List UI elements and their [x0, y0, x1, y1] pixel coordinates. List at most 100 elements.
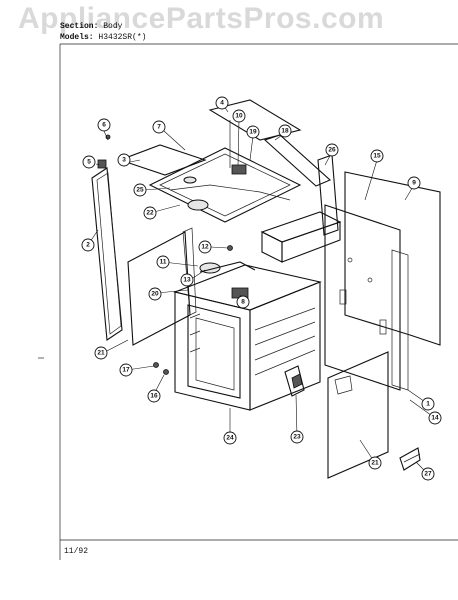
callout-6: 6: [97, 118, 111, 132]
svg-text:22: 22: [146, 210, 154, 217]
part-door-frame: [91, 167, 123, 341]
callout-21-left: 21: [94, 346, 108, 360]
callout-5: 5: [82, 155, 96, 169]
svg-text:8: 8: [241, 299, 245, 306]
svg-text:18: 18: [281, 128, 289, 135]
models-label: Models:: [60, 33, 94, 42]
part-rack-guides: [254, 307, 316, 376]
svg-text:11: 11: [160, 259, 167, 266]
callout-24: 24: [223, 431, 237, 445]
part-oven-front: [174, 291, 251, 411]
watermark: AppliancePartsPros.com: [18, 2, 385, 35]
svg-text:25: 25: [136, 187, 144, 194]
part-door-latch: [284, 365, 305, 397]
svg-text:21: 21: [371, 460, 379, 467]
part-door-frame-inner: [96, 172, 122, 335]
svg-text:1: 1: [426, 401, 430, 408]
section-value: Body: [103, 22, 123, 31]
part-rear-bracket: [208, 99, 302, 141]
callout-25: 25: [133, 183, 147, 197]
callout-27: 27: [421, 467, 435, 481]
part-slot-1: [339, 289, 347, 305]
part-vent-chimney: [317, 154, 339, 236]
part-hole-1: [347, 257, 353, 263]
part-oven-side: [249, 281, 321, 411]
callout-15: 15: [370, 149, 384, 163]
callout-21-bottom: 21: [368, 456, 382, 470]
part-rack-supports: [189, 313, 201, 353]
callout-10: 10: [232, 109, 246, 123]
models-value: H3432SR(*): [98, 33, 147, 42]
callout-1: 1: [421, 397, 435, 411]
part-rear-panel: [344, 171, 441, 346]
callout-14: 14: [428, 411, 442, 425]
part-screw-17: [153, 362, 159, 368]
svg-text:24: 24: [226, 435, 234, 442]
svg-text:26: 26: [328, 147, 336, 154]
svg-text:19: 19: [249, 129, 257, 136]
svg-text:17: 17: [122, 367, 130, 374]
svg-text:2: 2: [86, 242, 90, 249]
callout-2: 2: [81, 238, 95, 252]
callout-17: 17: [119, 363, 133, 377]
part-top-shield: [118, 144, 207, 176]
svg-text:20: 20: [151, 291, 159, 298]
part-vent-rail: [263, 134, 332, 187]
svg-text:13: 13: [183, 277, 191, 284]
callout-19: 19: [246, 125, 260, 139]
callout-23: 23: [290, 430, 304, 444]
callout-7: 7: [152, 120, 166, 134]
svg-text:21: 21: [97, 350, 105, 357]
part-top-tray: [148, 147, 302, 223]
models-line: Models: H3432SR(*): [60, 33, 146, 42]
svg-text:9: 9: [412, 180, 416, 187]
part-anti-tip-bracket: [399, 447, 421, 471]
part-gas-valve: [231, 164, 247, 175]
callout-20: 20: [148, 287, 162, 301]
part-side-panel-left: [127, 231, 191, 346]
callout-4: 4: [215, 96, 229, 110]
svg-text:7: 7: [157, 124, 161, 131]
part-oven-opening: [187, 304, 241, 399]
section-label: Section:: [60, 22, 99, 31]
part-burner: [187, 199, 209, 211]
svg-text:10: 10: [235, 113, 243, 120]
part-bottom-panel-notch: [334, 375, 353, 395]
part-vent-duct-front: [281, 221, 341, 263]
callout-13: 13: [180, 273, 194, 287]
svg-text:14: 14: [431, 415, 439, 422]
svg-text:12: 12: [201, 244, 209, 251]
part-gas-tube: [169, 184, 291, 201]
callout-16: 16: [147, 389, 161, 403]
part-vent-duct-side: [261, 231, 283, 263]
revision-date: 11/92: [64, 547, 89, 556]
section-line: Section: Body: [60, 22, 122, 31]
svg-text:27: 27: [424, 471, 432, 478]
part-burner-tube: [199, 261, 256, 273]
svg-text:4: 4: [220, 100, 224, 107]
svg-text:5: 5: [87, 159, 91, 166]
callout-22: 22: [143, 206, 157, 220]
callout-12: 12: [198, 240, 212, 254]
part-top-tray-inner: [159, 153, 291, 217]
part-oven-interior: [195, 317, 235, 391]
callout-11: 11: [156, 255, 170, 269]
callout-3: 3: [117, 153, 131, 167]
svg-text:23: 23: [293, 434, 301, 441]
part-burner-small: [183, 176, 197, 184]
part-bottom-panel: [327, 351, 389, 479]
svg-text:16: 16: [150, 393, 158, 400]
part-screw-12: [227, 245, 233, 251]
leader-lines: [87, 102, 436, 475]
callout-18: 18: [278, 124, 292, 138]
callout-8: 8: [236, 295, 250, 309]
callout-26: 26: [325, 143, 339, 157]
svg-text:15: 15: [373, 153, 381, 160]
svg-text:6: 6: [102, 122, 106, 129]
part-side-panel-right: [324, 204, 401, 391]
part-clip: [97, 159, 107, 169]
part-hole-2: [367, 277, 373, 283]
part-latch-plate: [291, 373, 303, 389]
